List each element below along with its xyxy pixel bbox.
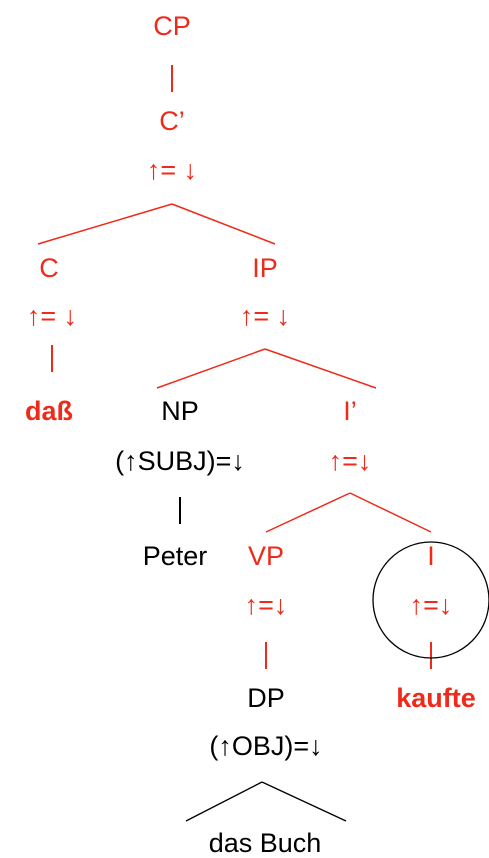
edge-ip-np [156,348,266,389]
node-cp: CP [153,11,191,41]
edge-ibar-vp [265,492,351,533]
edge-cbar-c [37,203,173,245]
node-vp-equation: ↑=↓ [244,590,288,620]
dp-triangle-right [261,781,347,822]
node-np: NP [161,396,199,426]
edge-cbar-ip [171,203,276,245]
node-cbar: C’ [159,106,185,136]
node-vp: VP [247,541,285,571]
node-dp: DP [247,683,285,713]
node-ip: IP [252,253,278,283]
node-ibar-equation: ↑=↓ [328,446,372,476]
node-i-equation: ↑=↓ [409,590,453,620]
node-dp-equation: (↑OBJ)=↓ [209,731,323,761]
node-i: I [427,541,435,571]
node-np-equation: (↑SUBJ)=↓ [115,446,245,476]
word-dass: daß [24,396,74,426]
node-ibar: I’ [343,396,357,426]
node-ip-equation: ↑= ↓ [239,301,291,331]
dp-triangle-left [185,781,263,822]
edge-ip-ibar [264,348,377,389]
node-c: C [39,253,59,283]
word-kaufte: kaufte [396,683,476,713]
word-das-buch: das Buch [208,828,322,858]
word-peter: Peter [142,541,208,571]
edge-ibar-i [349,492,432,533]
node-c-equation: ↑= ↓ [26,301,78,331]
highlight-circle [372,541,489,659]
node-cbar-equation: ↑= ↓ [146,155,198,185]
